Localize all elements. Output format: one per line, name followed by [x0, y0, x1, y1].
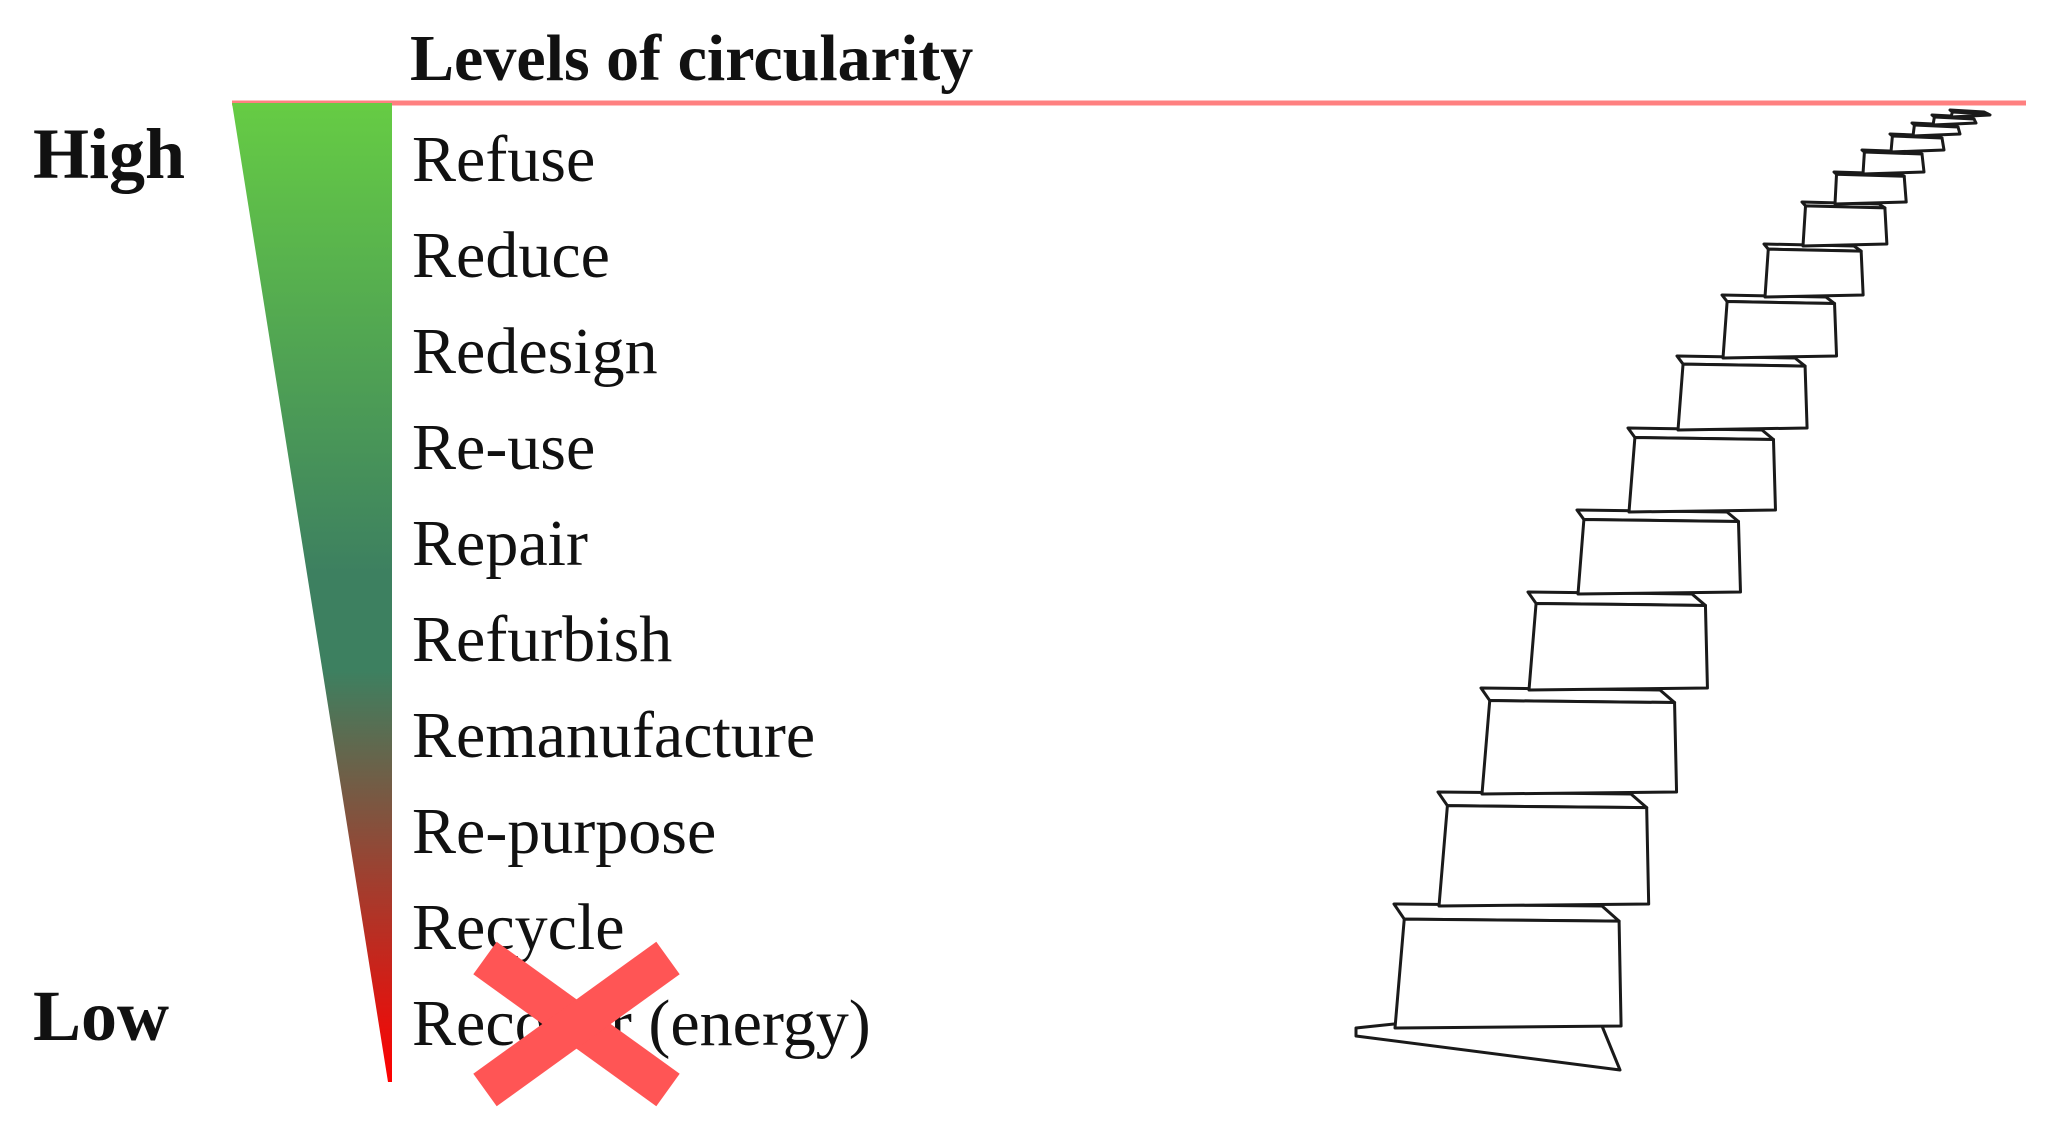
- stair-riser: [1576, 517, 1742, 596]
- stair-riser: [1861, 150, 1926, 176]
- stair-riser: [1763, 247, 1865, 299]
- stair-riser: [1393, 917, 1623, 1030]
- stair-riser: [1627, 435, 1777, 514]
- circularity-gradient-wedge: [232, 103, 392, 1082]
- levels-list: Refuse Reduce Redesign Re-use Repair Ref…: [412, 123, 871, 1060]
- level-label-redesign: Redesign: [412, 315, 658, 388]
- level-label-refurbish: Refurbish: [412, 603, 672, 676]
- level-label-refuse: Refuse: [412, 123, 595, 196]
- stair-riser: [1480, 699, 1679, 796]
- level-label-remanufacture: Remanufacture: [412, 699, 815, 772]
- stair-riser: [1721, 300, 1839, 360]
- stair-riser: [1931, 115, 1978, 127]
- low-label: Low: [33, 976, 169, 1056]
- cross-out-mark-icon: [473, 941, 680, 1107]
- staircase-illustration-icon: [1354, 108, 1992, 1072]
- level-label-re-use: Re-use: [412, 411, 595, 484]
- stair-riser: [1527, 601, 1709, 692]
- stair-riser: [1911, 123, 1962, 138]
- stair-riser: [1833, 172, 1908, 206]
- stair-riser: [1676, 362, 1809, 432]
- high-label: High: [33, 114, 185, 194]
- stair-riser: [1949, 110, 1992, 119]
- stair-riser: [1889, 134, 1946, 154]
- level-label-reduce: Reduce: [412, 219, 610, 292]
- level-label-repair: Repair: [412, 507, 588, 580]
- level-label-re-purpose: Re-purpose: [412, 795, 716, 868]
- level-label-recycle: Recycle: [412, 891, 625, 964]
- stair-riser: [1801, 204, 1889, 248]
- stair-riser: [1437, 804, 1651, 908]
- stair-landing: [1354, 1022, 1622, 1072]
- diagram-title: Levels of circularity: [410, 22, 973, 95]
